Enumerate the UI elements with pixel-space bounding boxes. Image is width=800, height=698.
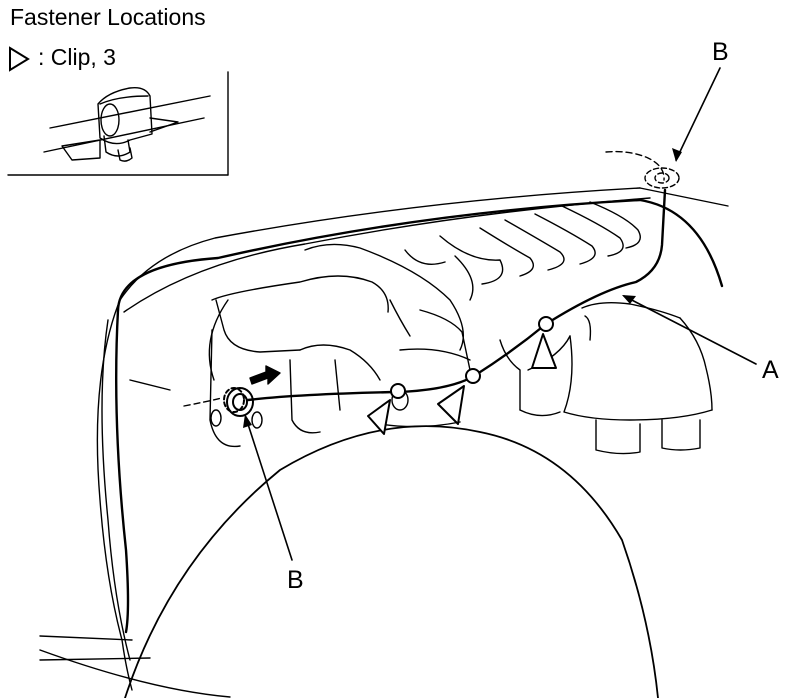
clip-triangles xyxy=(367,333,557,435)
legend-separator: : xyxy=(38,44,45,70)
leader-lines xyxy=(245,67,757,561)
callout-a: A xyxy=(762,356,779,384)
inner-structure xyxy=(129,243,713,455)
grommet-b-lower xyxy=(223,387,254,417)
grommet-b-upper xyxy=(644,167,680,189)
clip-point-2 xyxy=(465,368,481,384)
legend-text: Clip, 3 xyxy=(50,44,116,70)
clip-triangle-icon xyxy=(9,46,30,72)
clip-point-1 xyxy=(390,383,406,399)
legend: : Clip, 3 xyxy=(8,42,116,72)
callout-b-bottom: B xyxy=(287,566,304,594)
hidden-harness-left xyxy=(183,397,223,407)
wheel-arch xyxy=(124,425,659,698)
clip-triangle-1 xyxy=(367,399,391,435)
clip-point-3 xyxy=(538,316,554,332)
quarter-panel-outline xyxy=(39,187,729,698)
harness-a xyxy=(246,188,667,402)
clip-points xyxy=(390,316,554,399)
clip-triangle-2 xyxy=(437,385,465,425)
clip-triangle-3 xyxy=(531,333,557,369)
diagram-title: Fastener Locations xyxy=(10,4,206,30)
panel-ribs xyxy=(404,201,641,301)
inner-panel xyxy=(115,198,724,634)
clip-detail-inset xyxy=(7,71,229,176)
callout-b-top: B xyxy=(712,38,729,66)
direction-arrow xyxy=(249,365,281,385)
